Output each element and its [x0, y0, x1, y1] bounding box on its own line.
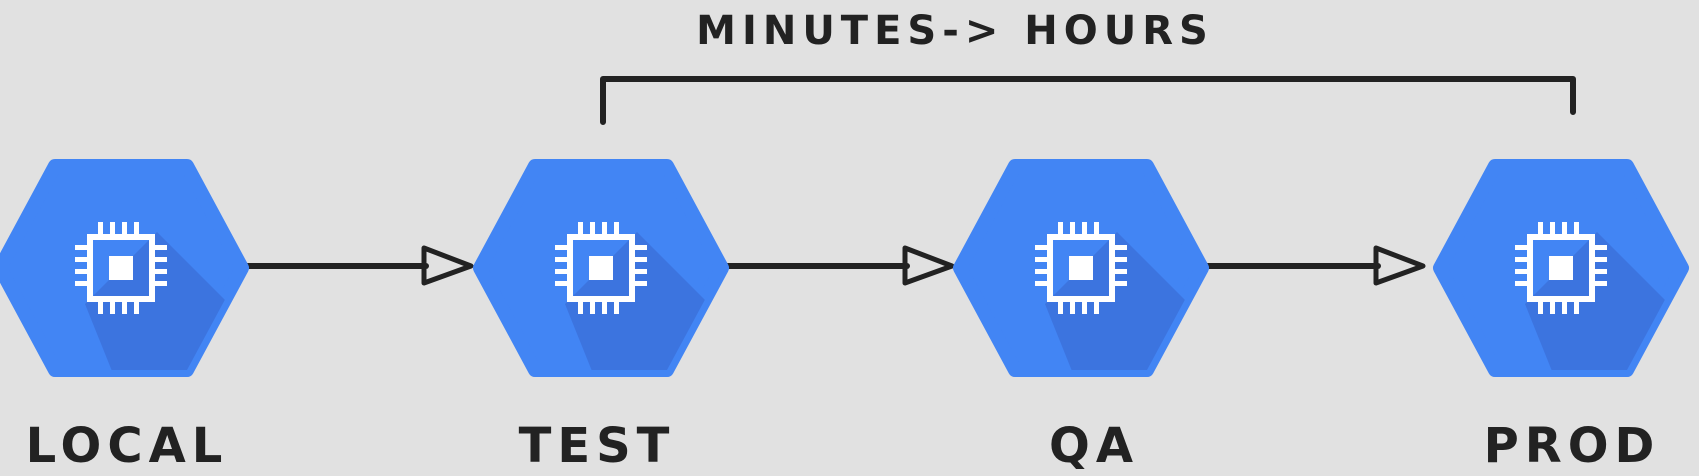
node-local: [0, 159, 249, 377]
edge-local-test: [239, 245, 474, 286]
node-label-qa: QA: [1049, 418, 1139, 474]
node-label-test: TEST: [519, 418, 676, 474]
compute-engine-chip-icon: [75, 222, 167, 314]
edge-qa-prod: [1201, 245, 1426, 286]
arrowhead-icon: [421, 245, 474, 286]
edge-group: [239, 245, 1426, 286]
node-test: [473, 159, 729, 377]
node-qa: [953, 159, 1209, 377]
arrowhead-icon: [902, 245, 955, 286]
node-prod: [1433, 159, 1689, 377]
compute-engine-chip-icon: [1515, 222, 1607, 314]
duration-bracket: [600, 76, 1576, 125]
duration-label: MINUTES-> HOURS: [696, 8, 1214, 54]
edge-test-qa: [720, 245, 955, 286]
node-label-local: LOCAL: [26, 418, 229, 474]
node-label-prod: PROD: [1484, 418, 1661, 474]
compute-engine-chip-icon: [555, 222, 647, 314]
compute-engine-chip-icon: [1035, 222, 1127, 314]
arrowhead-icon: [1373, 245, 1426, 286]
